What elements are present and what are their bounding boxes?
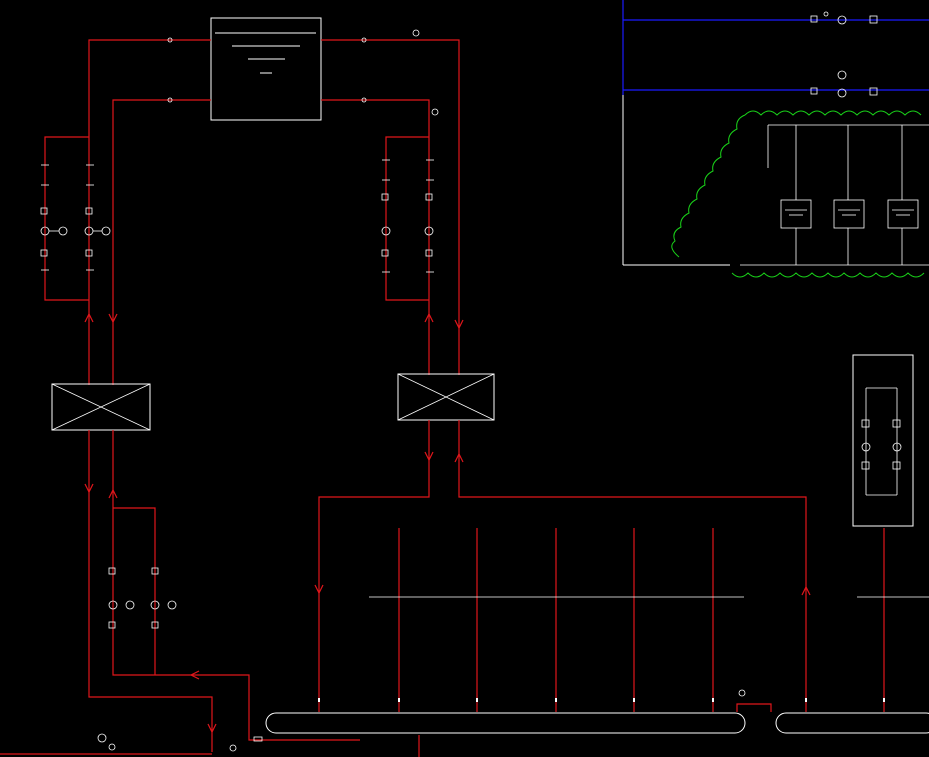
manifold-right — [775, 712, 929, 734]
lower-piping — [0, 420, 885, 757]
right-panel — [852, 354, 914, 527]
top-right-pumps — [810, 11, 878, 98]
cloud-tanks — [740, 124, 929, 266]
manifold-valves — [97, 689, 746, 752]
blue-headers — [622, 0, 929, 95]
manifold-left — [265, 712, 746, 734]
revision-cloud — [671, 110, 925, 278]
top-valves — [167, 29, 439, 116]
pump-group-bottom — [108, 567, 177, 629]
top-right-frame — [622, 95, 730, 266]
top-loop-piping — [44, 39, 460, 385]
heat-exchanger-right — [397, 373, 495, 421]
pump-group-top-right — [381, 159, 434, 273]
top-tank — [210, 17, 322, 121]
manifold-taps — [318, 698, 885, 702]
flow-arrows — [84, 312, 811, 734]
pump-group-top-left — [40, 164, 111, 271]
heat-exchanger-left — [51, 383, 151, 431]
